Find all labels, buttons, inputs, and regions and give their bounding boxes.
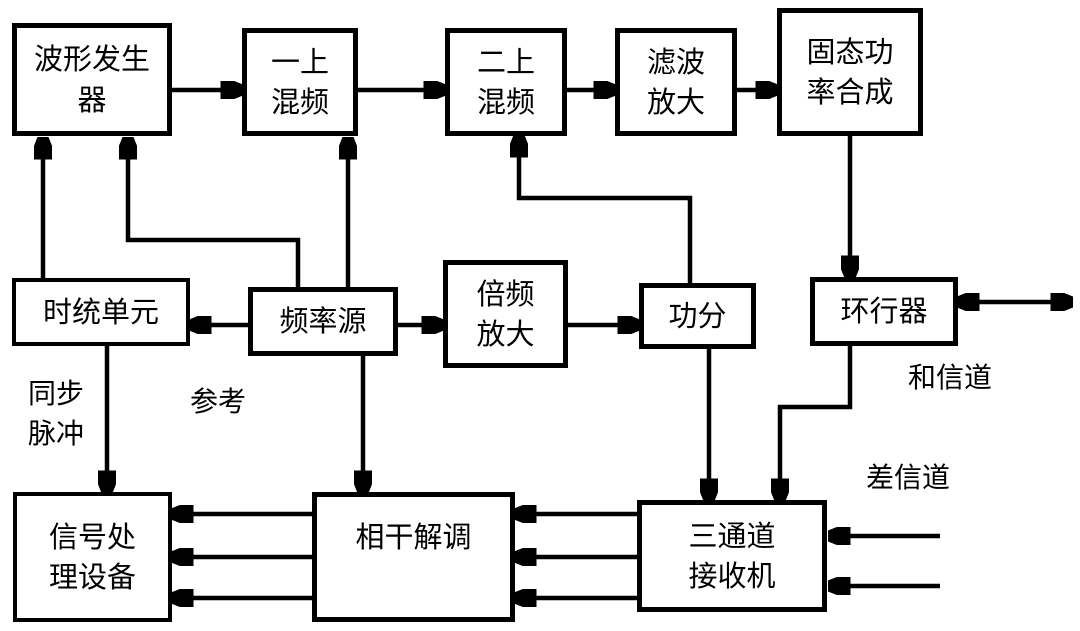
node-three-channel-receiver: 三通道 接收机 [637,500,827,612]
node-timing-unit: 时统单元 [12,278,190,346]
node-coherent-demodulator: 相干解调 [312,492,515,622]
node-circulator: 环行器 [810,277,958,346]
node-filter-amplifier: 滤波 放大 [615,28,737,136]
node-power-divider: 功分 [639,283,756,349]
node-solid-state-power-combiner: 固态功 率合成 [777,8,923,136]
conn-powerdivider-to-mixer2 [519,136,693,283]
conn-circulator-to-receiver [780,346,853,500]
label-reference: 参考 [190,385,247,418]
node-frequency-source: 频率源 [248,287,398,356]
label-diff-channel: 差信道 [866,461,951,494]
node-waveform-generator: 波形发生 器 [12,23,172,136]
conn-freqsource-to-waveform [128,138,301,287]
label-sync-pulse: 同步 脉冲 [28,377,85,451]
node-multiplier-amplifier: 倍频 放大 [443,260,568,368]
node-second-up-mixer: 二上 混频 [445,28,567,136]
node-signal-processor: 信号处 理设备 [13,492,172,622]
node-first-up-mixer: 一上 混频 [242,28,358,136]
label-sum-channel: 和信道 [908,361,993,394]
